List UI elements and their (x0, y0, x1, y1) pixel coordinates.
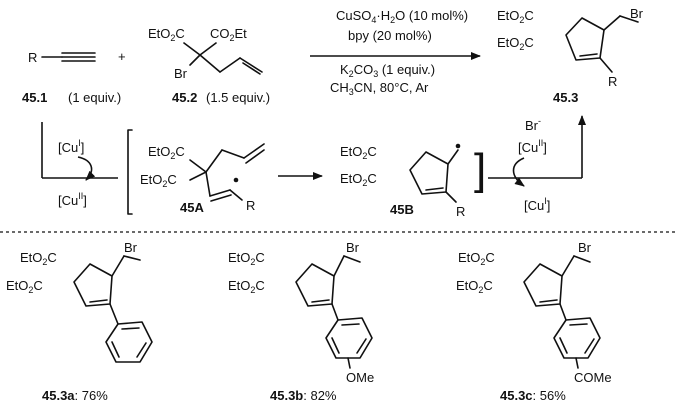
product-br: Br (630, 6, 644, 21)
alkyne-compound-id: 45.1 (22, 90, 47, 105)
ex-c-yield: : 56% (533, 388, 567, 403)
ex-a-ester-bottom: EtO2C (6, 278, 43, 295)
malonate-ester-right: CO2Et (210, 26, 247, 43)
malonate-45-2: EtO2C CO2Et Br 45.2 (1.5 equiv.) (148, 26, 270, 105)
malonate-br: Br (174, 66, 188, 81)
ex-b-id: 45.3b (270, 388, 303, 403)
ex-a-ester-top: EtO2C (20, 250, 57, 267)
product-45-3: EtO2C EtO2C Br R 45.3 (497, 6, 644, 105)
int-a-ester-bottom: EtO2C (140, 172, 177, 189)
ex-b-br: Br (346, 240, 360, 255)
alkyne-r-label: R (28, 50, 37, 65)
condition-catalyst: CuSO4·H2O (10 mol%) (336, 8, 468, 25)
cu-ii-right: [CuII] (518, 138, 547, 155)
int-b-ester-top: EtO2C (340, 144, 377, 161)
ex-c-ester-bottom: EtO2C (456, 278, 493, 295)
product-compound-id: 45.3 (553, 90, 578, 105)
condition-solvent: CH3CN, 80°C, Ar (330, 80, 429, 97)
example-45-3c: EtO2C EtO2C Br COMe 45.3c: 56% (456, 240, 612, 403)
intermediate-45B: EtO2C EtO2C R 45B (340, 143, 465, 219)
open-bracket (127, 129, 133, 215)
ex-b-substituent: OMe (346, 370, 374, 385)
radical-dot-a (233, 177, 239, 183)
ex-c-ester-top: EtO2C (458, 250, 495, 267)
ex-b-ester-bottom: EtO2C (228, 278, 265, 295)
malonate-equiv: (1.5 equiv.) (206, 90, 270, 105)
ex-a-yield: : 76% (75, 388, 109, 403)
example-45-3b: EtO2C EtO2C Br OMe 45.3b: 82% (228, 240, 374, 403)
condition-base: K2CO3 (1 equiv.) (340, 62, 435, 79)
product-ester-bottom: EtO2C (497, 35, 534, 52)
ex-c-id: 45.3c (500, 388, 533, 403)
cu-ii-left: [CuII] (58, 191, 87, 208)
int-a-label: 45A (180, 200, 204, 215)
cu-i-left: [CuI] (58, 138, 84, 155)
intermediate-45A: EtO2C EtO2C R 45A (140, 143, 265, 215)
reaction-conditions: CuSO4·H2O (10 mol%) bpy (20 mol%) K2CO3 … (310, 8, 481, 97)
radical-dot-b (455, 143, 461, 149)
int-a-r-label: R (246, 198, 255, 213)
int-b-label: 45B (390, 202, 414, 217)
product-ester-top: EtO2C (497, 8, 534, 25)
alkyne-45-1: R 45.1 (1 equiv.) (22, 50, 121, 105)
malonate-compound-id: 45.2 (172, 90, 197, 105)
int-a-ester-top: EtO2C (148, 144, 185, 161)
ex-a-id: 45.3a (42, 388, 75, 403)
close-bracket: ] (474, 145, 486, 194)
svg-text:45.2: 45.2 (172, 90, 197, 105)
ex-b-ester-top: EtO2C (228, 250, 265, 267)
ex-c-br: Br (578, 240, 592, 255)
cu-curved-arrow-left (77, 156, 96, 181)
ex-b-yield: : 82% (303, 388, 337, 403)
int-b-r-label: R (456, 204, 465, 219)
cu-i-right: [CuI] (524, 196, 550, 213)
svg-text:45.1: 45.1 (22, 90, 47, 105)
cu-curved-arrow-right (512, 157, 525, 187)
int-b-ester-bottom: EtO2C (340, 171, 377, 188)
svg-text:45.3c: 56%: 45.3c: 56% (500, 388, 566, 403)
svg-text:45.3a: 76%: 45.3a: 76% (42, 388, 108, 403)
br-anion: Br- (525, 116, 541, 133)
condition-ligand: bpy (20 mol%) (348, 28, 432, 43)
ex-c-substituent: COMe (574, 370, 612, 385)
svg-text:45.3b: 82%: 45.3b: 82% (270, 388, 337, 403)
product-r-label: R (608, 74, 617, 89)
svg-text:45.3: 45.3 (553, 90, 578, 105)
malonate-ester-left: EtO2C (148, 26, 185, 43)
alkyne-equiv: (1 equiv.) (68, 90, 121, 105)
ex-a-br: Br (124, 240, 138, 255)
plus-sign: + (118, 49, 126, 64)
example-45-3a: EtO2C EtO2C Br 45.3a: 76% (6, 240, 153, 403)
